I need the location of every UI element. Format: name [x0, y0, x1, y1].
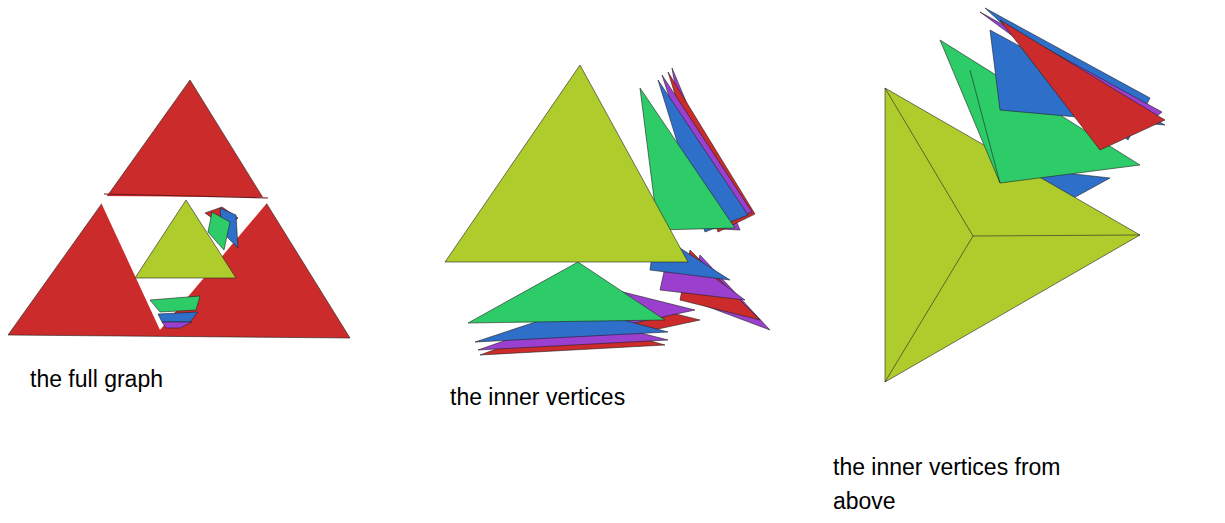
figure-caption: the inner vertices from above	[833, 450, 1083, 518]
hole	[98, 196, 272, 330]
inner-triangle	[135, 200, 236, 278]
figure-caption: the full graph	[30, 362, 230, 396]
figure-caption: the inner vertices	[450, 380, 700, 414]
outer-triangle	[8, 80, 350, 338]
